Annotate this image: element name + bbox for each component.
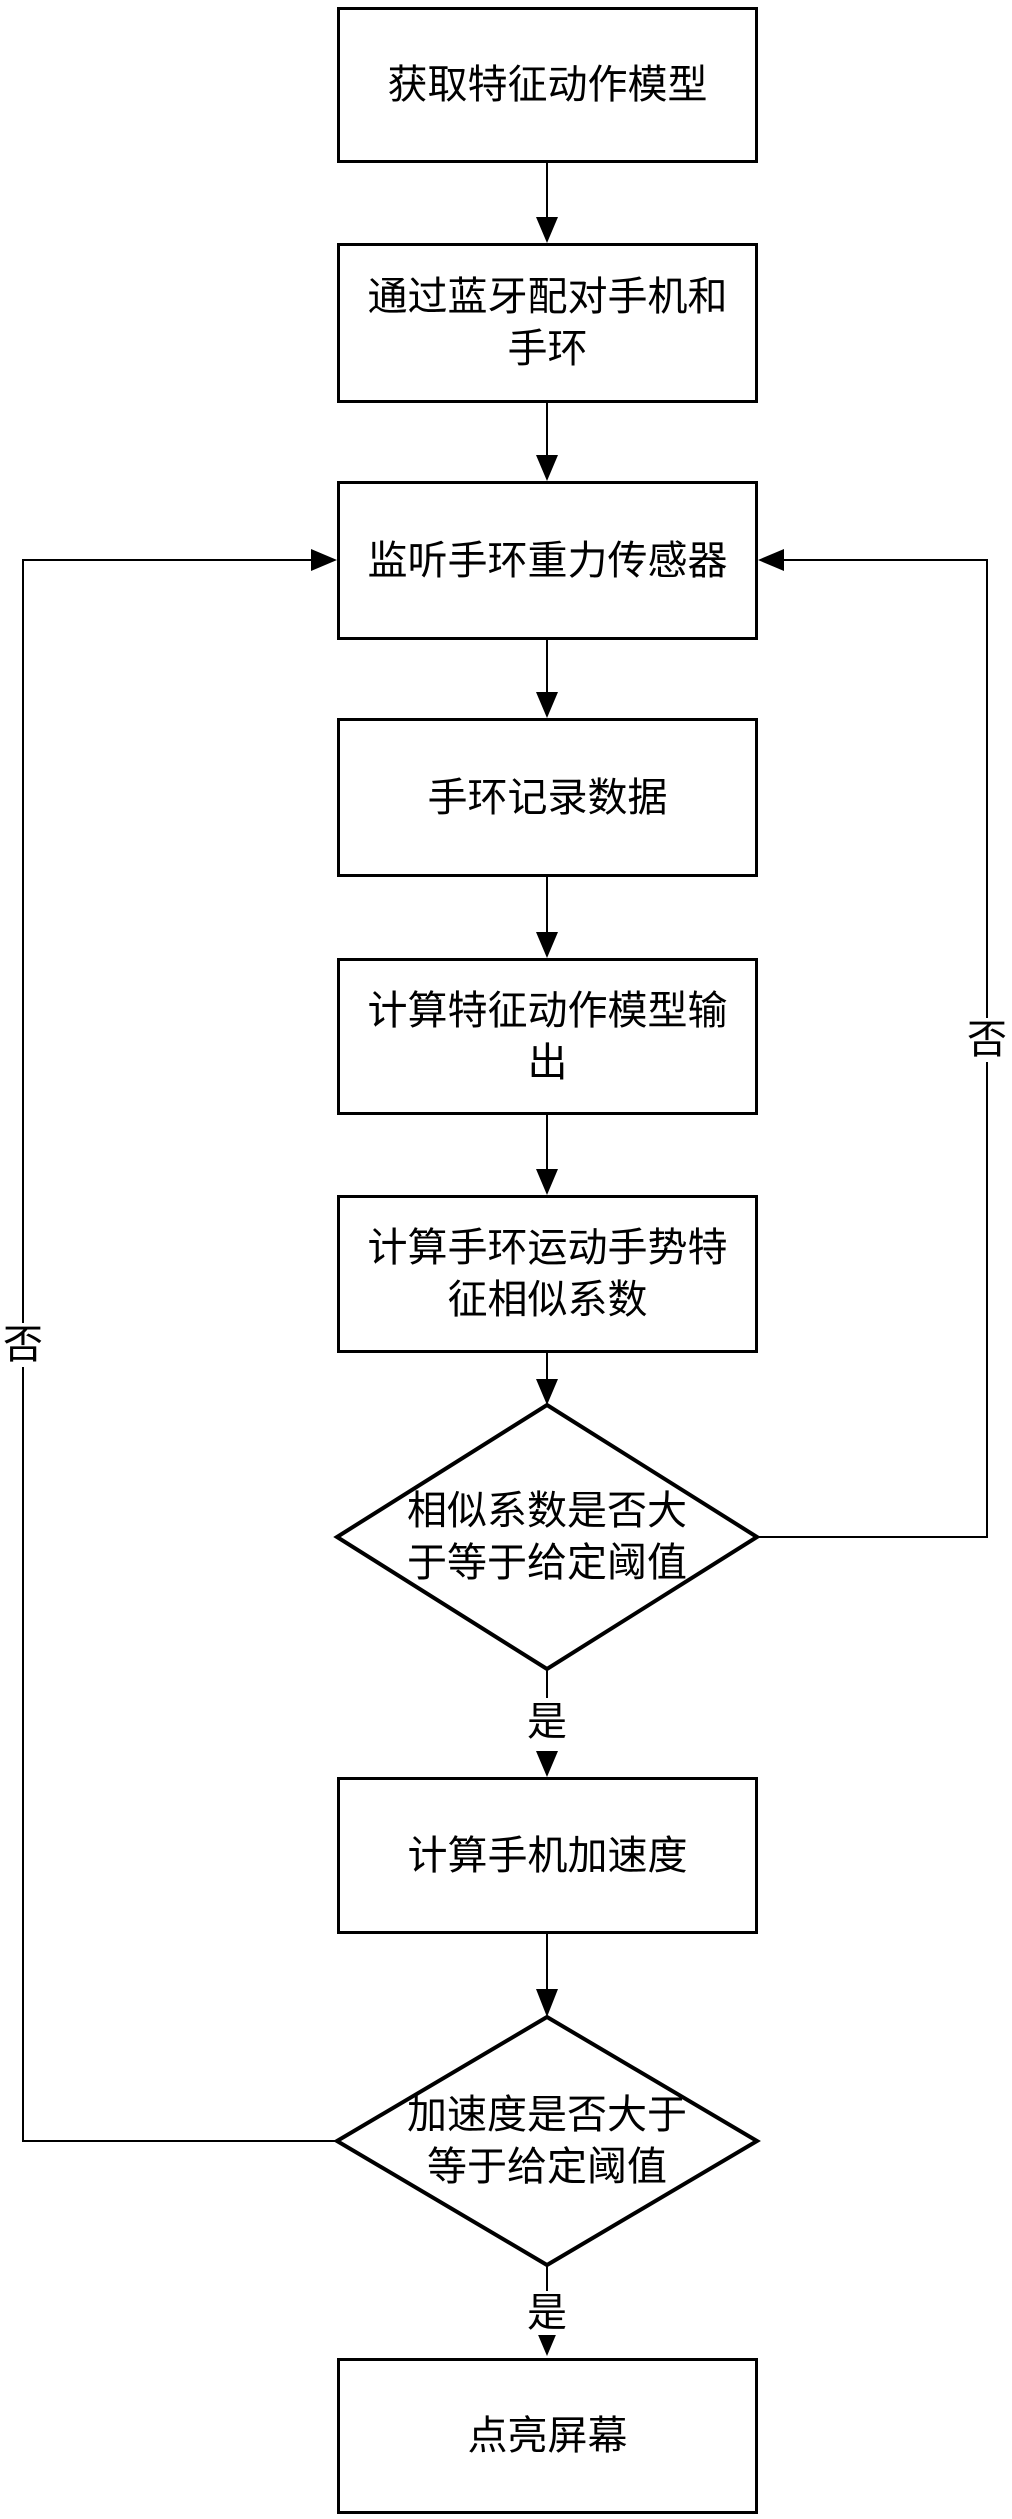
flow-node-compute-model-output: 计算特征动作模型输出 xyxy=(337,958,758,1115)
decision-diamond-acceleration xyxy=(333,2014,761,2268)
no-loop-right xyxy=(757,549,988,1538)
arrowhead-n3-left xyxy=(311,549,337,571)
flow-node-label: 获取特征动作模型 xyxy=(387,62,708,108)
flow-node-label: 计算特征动作模型输出 xyxy=(367,987,728,1086)
edge-d2-no xyxy=(22,559,336,2142)
connector-arrows-down xyxy=(536,163,558,2356)
flow-node-compute-similarity: 计算手环运动手势特征相似系数 xyxy=(337,1195,758,1353)
flow-node-listen-gravity-sensor: 监听手环重力传感器 xyxy=(337,481,758,640)
arrowhead-n6 xyxy=(536,1169,558,1195)
arrowhead-n3-right xyxy=(758,549,784,571)
branch-label-yes-2: 是 xyxy=(525,2290,569,2336)
edge-d1-no xyxy=(757,559,988,1538)
branch-label-no-right: 否 xyxy=(965,1017,1009,1063)
arrowhead-n4 xyxy=(536,692,558,718)
flow-node-get-feature-model: 获取特征动作模型 xyxy=(337,7,758,163)
arrowhead-d2 xyxy=(536,1989,558,2017)
flow-node-label: 计算手机加速度 xyxy=(407,1832,688,1879)
flow-node-compute-phone-acceleration: 计算手机加速度 xyxy=(337,1777,758,1934)
arrowhead-n8 xyxy=(536,2330,558,2356)
arrowhead-d1 xyxy=(536,1379,558,1405)
flow-node-band-record-data: 手环记录数据 xyxy=(337,718,758,877)
decision-label-similarity: 相似系数是否大于等于给定阈值 xyxy=(407,1488,687,1586)
flow-node-bluetooth-pair: 通过蓝牙配对手机和手环 xyxy=(337,243,758,403)
decision-diamond-similarity xyxy=(333,1402,761,1672)
decision-label-acceleration: 加速度是否大于等于给定阈值 xyxy=(407,2092,687,2190)
flow-node-label: 计算手环运动手势特征相似系数 xyxy=(367,1225,728,1323)
flow-node-label: 监听手环重力传感器 xyxy=(367,537,728,584)
arrowhead-n5 xyxy=(536,932,558,958)
flow-node-label: 通过蓝牙配对手机和手环 xyxy=(367,274,728,372)
arrowhead-n3 xyxy=(536,455,558,481)
arrowhead-n2 xyxy=(536,217,558,243)
flow-node-label: 手环记录数据 xyxy=(427,774,668,821)
flow-node-label: 点亮屏幕 xyxy=(467,2413,628,2459)
flow-node-light-screen: 点亮屏幕 xyxy=(337,2358,758,2514)
branch-label-yes-1: 是 xyxy=(525,1699,569,1745)
arrowhead-n7 xyxy=(536,1751,558,1777)
no-loop-left xyxy=(22,549,337,2142)
branch-label-no-left: 否 xyxy=(1,1322,45,1368)
